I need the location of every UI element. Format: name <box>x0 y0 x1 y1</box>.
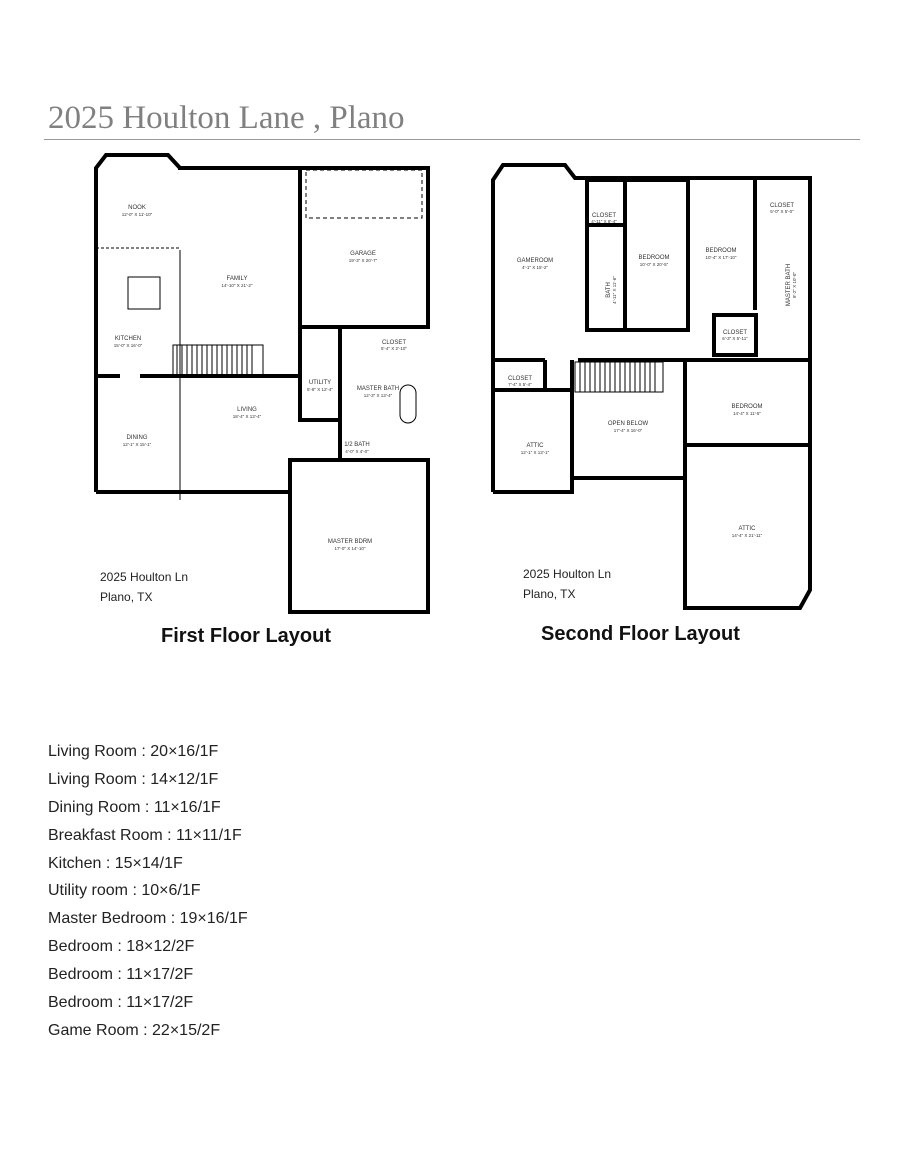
second-floor-caption: Second Floor Layout <box>541 623 740 645</box>
room-label: 14'-10" X 21'-2" <box>222 283 253 288</box>
room-label: DINING <box>127 435 148 441</box>
room-label: BEDROOM <box>731 404 762 410</box>
room-label: ATTIC <box>527 443 545 449</box>
second-floor-stairs <box>574 361 664 393</box>
room-label: 5'-0" X 5'-0" <box>770 209 794 214</box>
room-label: UTILITY <box>309 380 331 386</box>
room-label: 10'-4" X 17'-10" <box>706 255 737 260</box>
room-label: 17'-4" X 16'-0" <box>614 428 643 433</box>
room-label: 5'-4" X 2'-10" <box>381 346 407 351</box>
room-label: KITCHEN <box>115 336 141 342</box>
room-label: 10'-0" X 20'-5" <box>640 262 669 267</box>
room-list: Living Room : 20×16/1F Living Room : 14×… <box>48 738 248 1045</box>
room-label: BATH <box>606 282 612 298</box>
room-label: GARAGE <box>350 251 376 257</box>
list-item: Bedroom : 18×12/2F <box>48 938 195 956</box>
room-label: NOOK <box>128 205 146 211</box>
room-label: CLOSET <box>382 340 406 346</box>
address-line-1: 2025 Houlton Ln <box>100 570 189 584</box>
second-floor-address: 2025 Houlton Ln Plano, TX <box>523 564 611 604</box>
room-label: 7'-4" X 5'-4" <box>508 382 532 387</box>
room-label: MASTER BDRM <box>328 539 372 545</box>
room-label: 5'-8" X 12'-4" <box>307 387 333 392</box>
list-item: Kitchen : 15×14/1F <box>48 854 183 872</box>
room-label: CLOSET <box>508 376 532 382</box>
room-label: 1/2 BATH <box>344 442 370 448</box>
title-divider <box>44 139 860 140</box>
list-item: Game Room : 22×15/2F <box>48 1021 221 1039</box>
list-item: Living Room : 14×12/1F <box>48 770 219 788</box>
room-label: ATTIC <box>739 526 757 532</box>
first-floor-caption: First Floor Layout <box>161 625 331 647</box>
room-label: CLOSET <box>723 330 747 336</box>
second-floor-walls <box>491 163 812 610</box>
list-item: Utility room : 10×6/1F <box>48 882 201 900</box>
address-line-2: Plano, TX <box>523 587 576 601</box>
room-label: 15'-0" X 16'-0" <box>114 343 143 348</box>
room-label: MASTER BATH <box>786 264 792 306</box>
room-label: GAMEROOM <box>517 258 553 264</box>
room-label: 12'-1" X 13'-1" <box>521 450 550 455</box>
room-label: 12'-3" X 13'-4" <box>364 393 393 398</box>
room-label: 14'-4" X 21'-11" <box>732 533 763 538</box>
room-label: CLOSET <box>770 203 794 209</box>
room-label: 6'-3" X 5'-11" <box>722 336 748 341</box>
first-floor-walls <box>94 153 430 614</box>
room-label: BEDROOM <box>705 248 736 254</box>
list-item: Bedroom : 11×17/2F <box>48 994 194 1012</box>
room-label: 4'-11" X 11'-6" <box>612 276 617 304</box>
room-label: 4'-0" X 4'-0" <box>345 449 369 454</box>
address-line-2: Plano, TX <box>100 590 153 604</box>
room-label: 12'-0" X 11'-10" <box>122 212 153 217</box>
page-title: 2025 Houlton Lane , Plano <box>48 100 405 136</box>
list-item: Living Room : 20×16/1F <box>48 743 219 760</box>
room-label: CLOSET <box>592 213 616 219</box>
first-floor-fixtures <box>96 169 423 500</box>
room-label: 12'-1" X 15'-1" <box>123 442 152 447</box>
room-label: 19'-3" X 20'-7" <box>349 258 378 263</box>
room-label: 4'-11" X 8'-4" <box>591 219 617 224</box>
first-floor-address: 2025 Houlton Ln Plano, TX <box>100 567 188 607</box>
list-item: Dining Room : 11×16/1F <box>48 798 221 816</box>
room-label: 18'-4" X 13'-4" <box>233 414 262 419</box>
room-label: 8'-2" X 10'-0" <box>792 272 797 298</box>
room-label: 4'-1" X 15'-2" <box>522 265 548 270</box>
room-label: 14'-4" X 11'-5" <box>733 411 761 416</box>
room-label: MASTER BATH <box>357 386 399 392</box>
room-label: OPEN BELOW <box>608 421 649 427</box>
list-item: Bedroom : 11×17/2F <box>48 966 194 984</box>
first-floor-stairs <box>172 344 264 377</box>
room-label: 17'-0" X 14'-10" <box>335 546 366 551</box>
room-label: FAMILY <box>227 276 248 282</box>
room-label: BEDROOM <box>638 255 669 261</box>
address-line-1: 2025 Houlton Ln <box>523 567 612 581</box>
list-item: Breakfast Room : 11×11/1F <box>48 826 242 844</box>
list-item: Master Bedroom : 19×16/1F <box>48 910 248 928</box>
room-label: LIVING <box>237 407 257 413</box>
